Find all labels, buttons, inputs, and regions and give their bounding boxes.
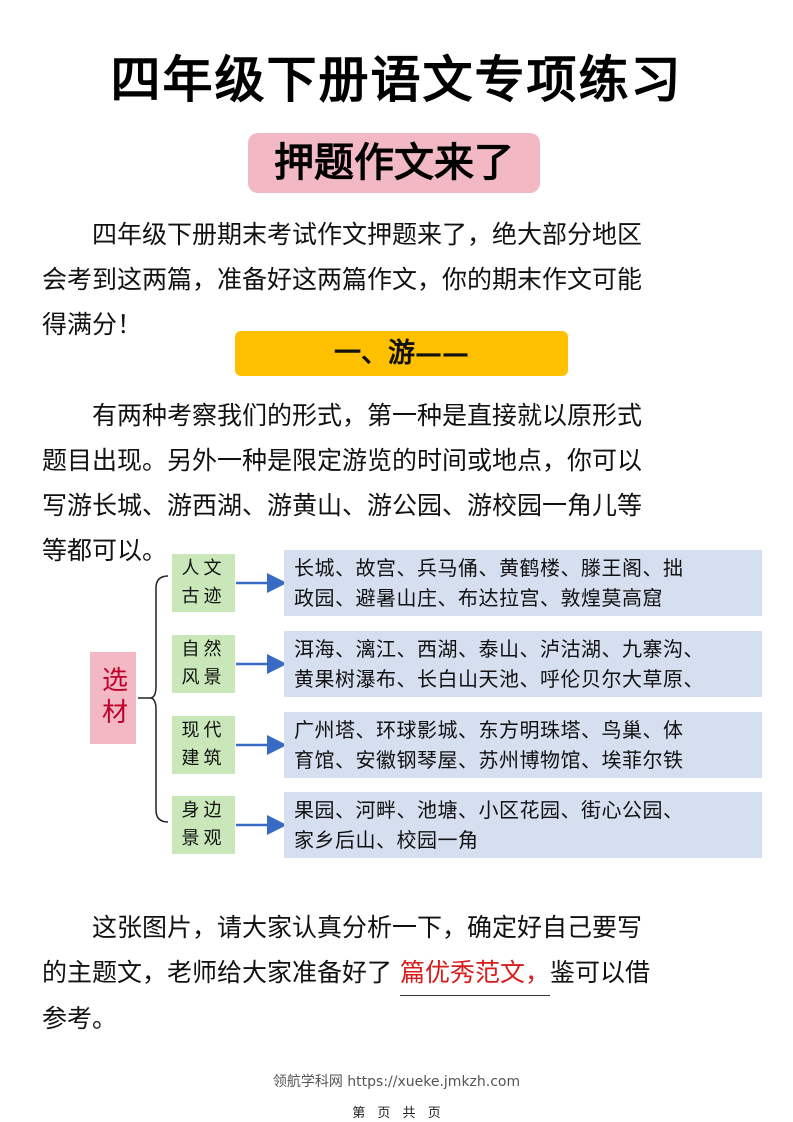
- closing-line-2-after: 鉴可以借: [549, 958, 650, 987]
- category-heritage-line1: 人文: [181, 558, 226, 579]
- category-modern-line1: 现代: [181, 720, 226, 741]
- closing-paragraph: 这张图片，请大家认真分析一下，确定好自己要写 的主题文，老师给大家准备好了 篇优…: [42, 905, 754, 1041]
- closing-line-3: 参考。: [42, 1004, 118, 1033]
- closing-line-2: 的主题文，老师给大家准备好了 篇优秀范文，鉴可以借: [42, 950, 754, 996]
- essay-link[interactable]: 篇优秀范文，: [399, 958, 550, 987]
- items-nearby-line1: 果园、河畔、池塘、小区花园、街心公园、: [294, 798, 684, 822]
- section1-line-1: 有两种考察我们的形式，第一种是直接就以原形式: [92, 401, 643, 430]
- subtitle-banner: 押题作文来了: [248, 133, 540, 193]
- closing-line-2-before: 的主题文，老师给大家准备好了: [42, 958, 393, 987]
- category-nearby-line2: 景观: [181, 828, 226, 849]
- category-heritage-line2: 古迹: [181, 586, 226, 607]
- items-nature: 洱海、漓江、西湖、泰山、泸沽湖、九寨沟、 黄果树瀑布、长白山天池、呼伦贝尔大草原…: [284, 631, 762, 697]
- items-heritage: 长城、故宫、兵马俑、黄鹤楼、滕王阁、拙 政园、避暑山庄、布达拉宫、敦煌莫高窟: [284, 550, 762, 616]
- category-nearby-line1: 身边: [181, 800, 226, 821]
- footer-page-number: 第 页 共 页: [352, 1106, 441, 1121]
- section1-line-2: 题目出现。另外一种是限定游览的时间或地点，你可以: [42, 446, 643, 475]
- footer-source: 领航学科网 https://xueke.jmkzh.com: [272, 1074, 521, 1090]
- intro-line-1: 四年级下册期末考试作文押题来了，绝大部分地区: [92, 220, 643, 249]
- category-nature: 自然 风景: [172, 635, 235, 693]
- section1-paragraph: 有两种考察我们的形式，第一种是直接就以原形式 题目出现。另外一种是限定游览的时间…: [42, 393, 754, 573]
- section-heading-you: 一、游——: [235, 331, 568, 376]
- items-nature-line1: 洱海、漓江、西湖、泰山、泸沽湖、九寨沟、: [294, 637, 704, 661]
- items-nature-line2: 黄果树瀑布、长白山天池、呼伦贝尔大草原、: [294, 667, 704, 691]
- category-nature-line1: 自然: [181, 639, 226, 660]
- items-modern: 广州塔、环球影城、东方明珠塔、鸟巢、体 育馆、安徽钢琴屋、苏州博物馆、埃菲尔铁: [284, 712, 762, 778]
- intro-paragraph: 四年级下册期末考试作文押题来了，绝大部分地区 会考到这两篇，准备好这两篇作文，你…: [42, 212, 754, 347]
- items-nearby: 果园、河畔、池塘、小区花园、街心公园、 家乡后山、校园一角: [284, 792, 762, 858]
- category-modern: 现代 建筑: [172, 716, 235, 774]
- category-nature-line2: 风景: [181, 667, 226, 688]
- intro-line-3: 得满分！: [42, 310, 143, 339]
- mindmap-root: 选材: [90, 652, 136, 744]
- items-heritage-line2: 政园、避暑山庄、布达拉宫、敦煌莫高窟: [294, 586, 663, 610]
- items-nearby-line2: 家乡后山、校园一角: [294, 828, 479, 852]
- items-heritage-line1: 长城、故宫、兵马俑、黄鹤楼、滕王阁、拙: [294, 556, 684, 580]
- essay-link-underline[interactable]: 篇优秀范文，: [399, 950, 550, 996]
- closing-line-1: 这张图片，请大家认真分析一下，确定好自己要写: [92, 913, 643, 942]
- category-heritage: 人文 古迹: [172, 554, 235, 612]
- items-modern-line2: 育馆、安徽钢琴屋、苏州博物馆、埃菲尔铁: [294, 748, 684, 772]
- items-modern-line1: 广州塔、环球影城、东方明珠塔、鸟巢、体: [294, 718, 684, 742]
- page-title: 四年级下册语文专项练习: [110, 51, 683, 109]
- category-modern-line2: 建筑: [181, 748, 226, 769]
- brace: [149, 575, 169, 823]
- category-nearby: 身边 景观: [172, 796, 235, 854]
- intro-line-2: 会考到这两篇，准备好这两篇作文，你的期末作文可能: [42, 265, 643, 294]
- section1-line-3: 写游长城、游西湖、游黄山、游公园、游校园一角儿等: [42, 491, 643, 520]
- section1-line-4: 等都可以。: [42, 536, 168, 565]
